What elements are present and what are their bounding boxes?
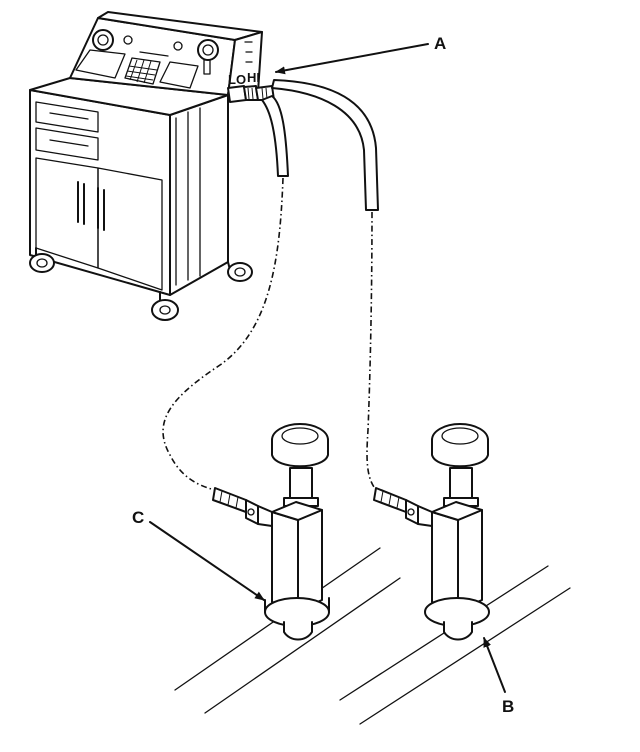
high-side-hose bbox=[271, 79, 379, 211]
callout-a: A bbox=[275, 34, 446, 75]
keypad-icon bbox=[124, 57, 161, 85]
caster-wheels bbox=[29, 247, 253, 321]
low-side-hose bbox=[261, 95, 289, 177]
callout-b: B bbox=[483, 637, 514, 716]
high-side-connection-line bbox=[366, 211, 379, 493]
hose-fittings bbox=[227, 85, 275, 103]
callout-b-label: B bbox=[502, 697, 514, 716]
lo-label: LO bbox=[228, 72, 246, 87]
quick-coupler-c bbox=[212, 423, 330, 641]
callout-c-label: C bbox=[132, 508, 144, 527]
service-station: LO HI bbox=[29, 11, 263, 321]
hi-label: HI bbox=[247, 70, 260, 85]
low-side-connection-line bbox=[162, 177, 284, 491]
quick-coupler-b bbox=[373, 423, 490, 641]
callout-c: C bbox=[132, 508, 265, 601]
callout-a-label: A bbox=[434, 34, 446, 53]
